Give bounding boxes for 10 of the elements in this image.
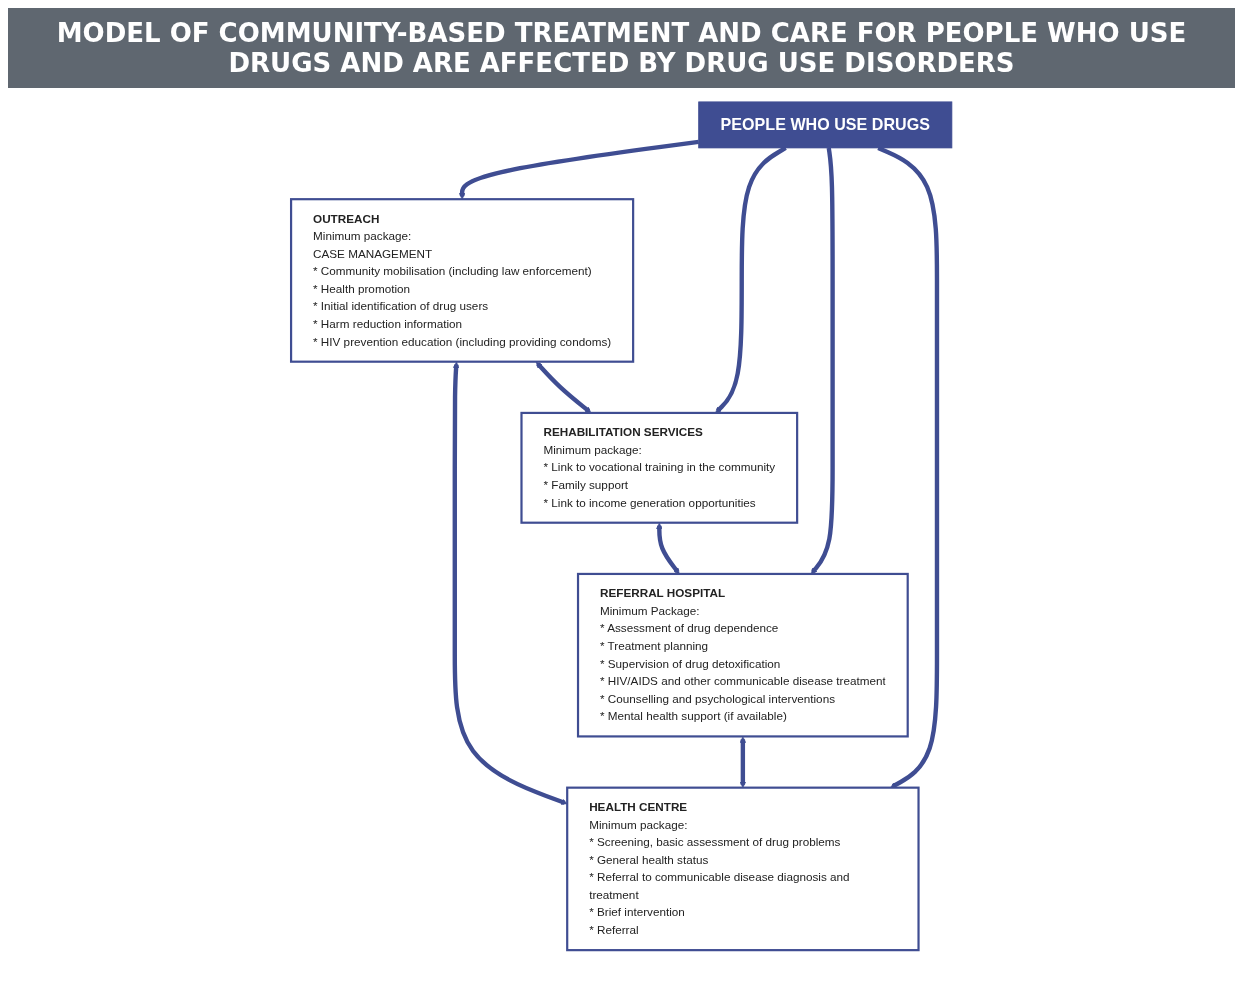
node-box: PEOPLE WHO USE DRUGS	[698, 101, 953, 149]
node-box: OUTREACH Minimum package: CASE MANAGEMENT * Community mobilisation (including law enforcement) * Health promotion * Initial identification of drug users * Harm reduction information * HIV prevention education (including providing condoms)	[289, 198, 635, 363]
title: MODEL OF COMMUNITY-BASED TREATMENT AND CARE FOR PEOPLE WHO USE DRUGS AND ARE AFFECTED BY DRUG USE DISORDERS	[8, 8, 1235, 88]
node-box: REHABILITATION SERVICES Minimum package: * Link to vocational training in the community * Family support * Link to income generation opportunities	[520, 411, 799, 524]
node-box: HEALTH CENTRE Minimum package: * Screening, basic assessment of drug problems * General health status * Referral to communicable disease diagnosis and treatment * Brief intervention * Referral	[566, 786, 920, 952]
arrow	[458, 139, 699, 200]
arrow	[739, 736, 747, 788]
node-box: REFERRAL HOSPITAL Minimum Package: * Assessment of drug dependence * Treatment planning * Supervision of drug detoxification * HIV/AIDS and other communicable disease treatment * Counselling and psychological interventions * Mental health support (if available)	[576, 572, 909, 738]
arrow	[715, 146, 787, 414]
arrow	[452, 361, 568, 805]
